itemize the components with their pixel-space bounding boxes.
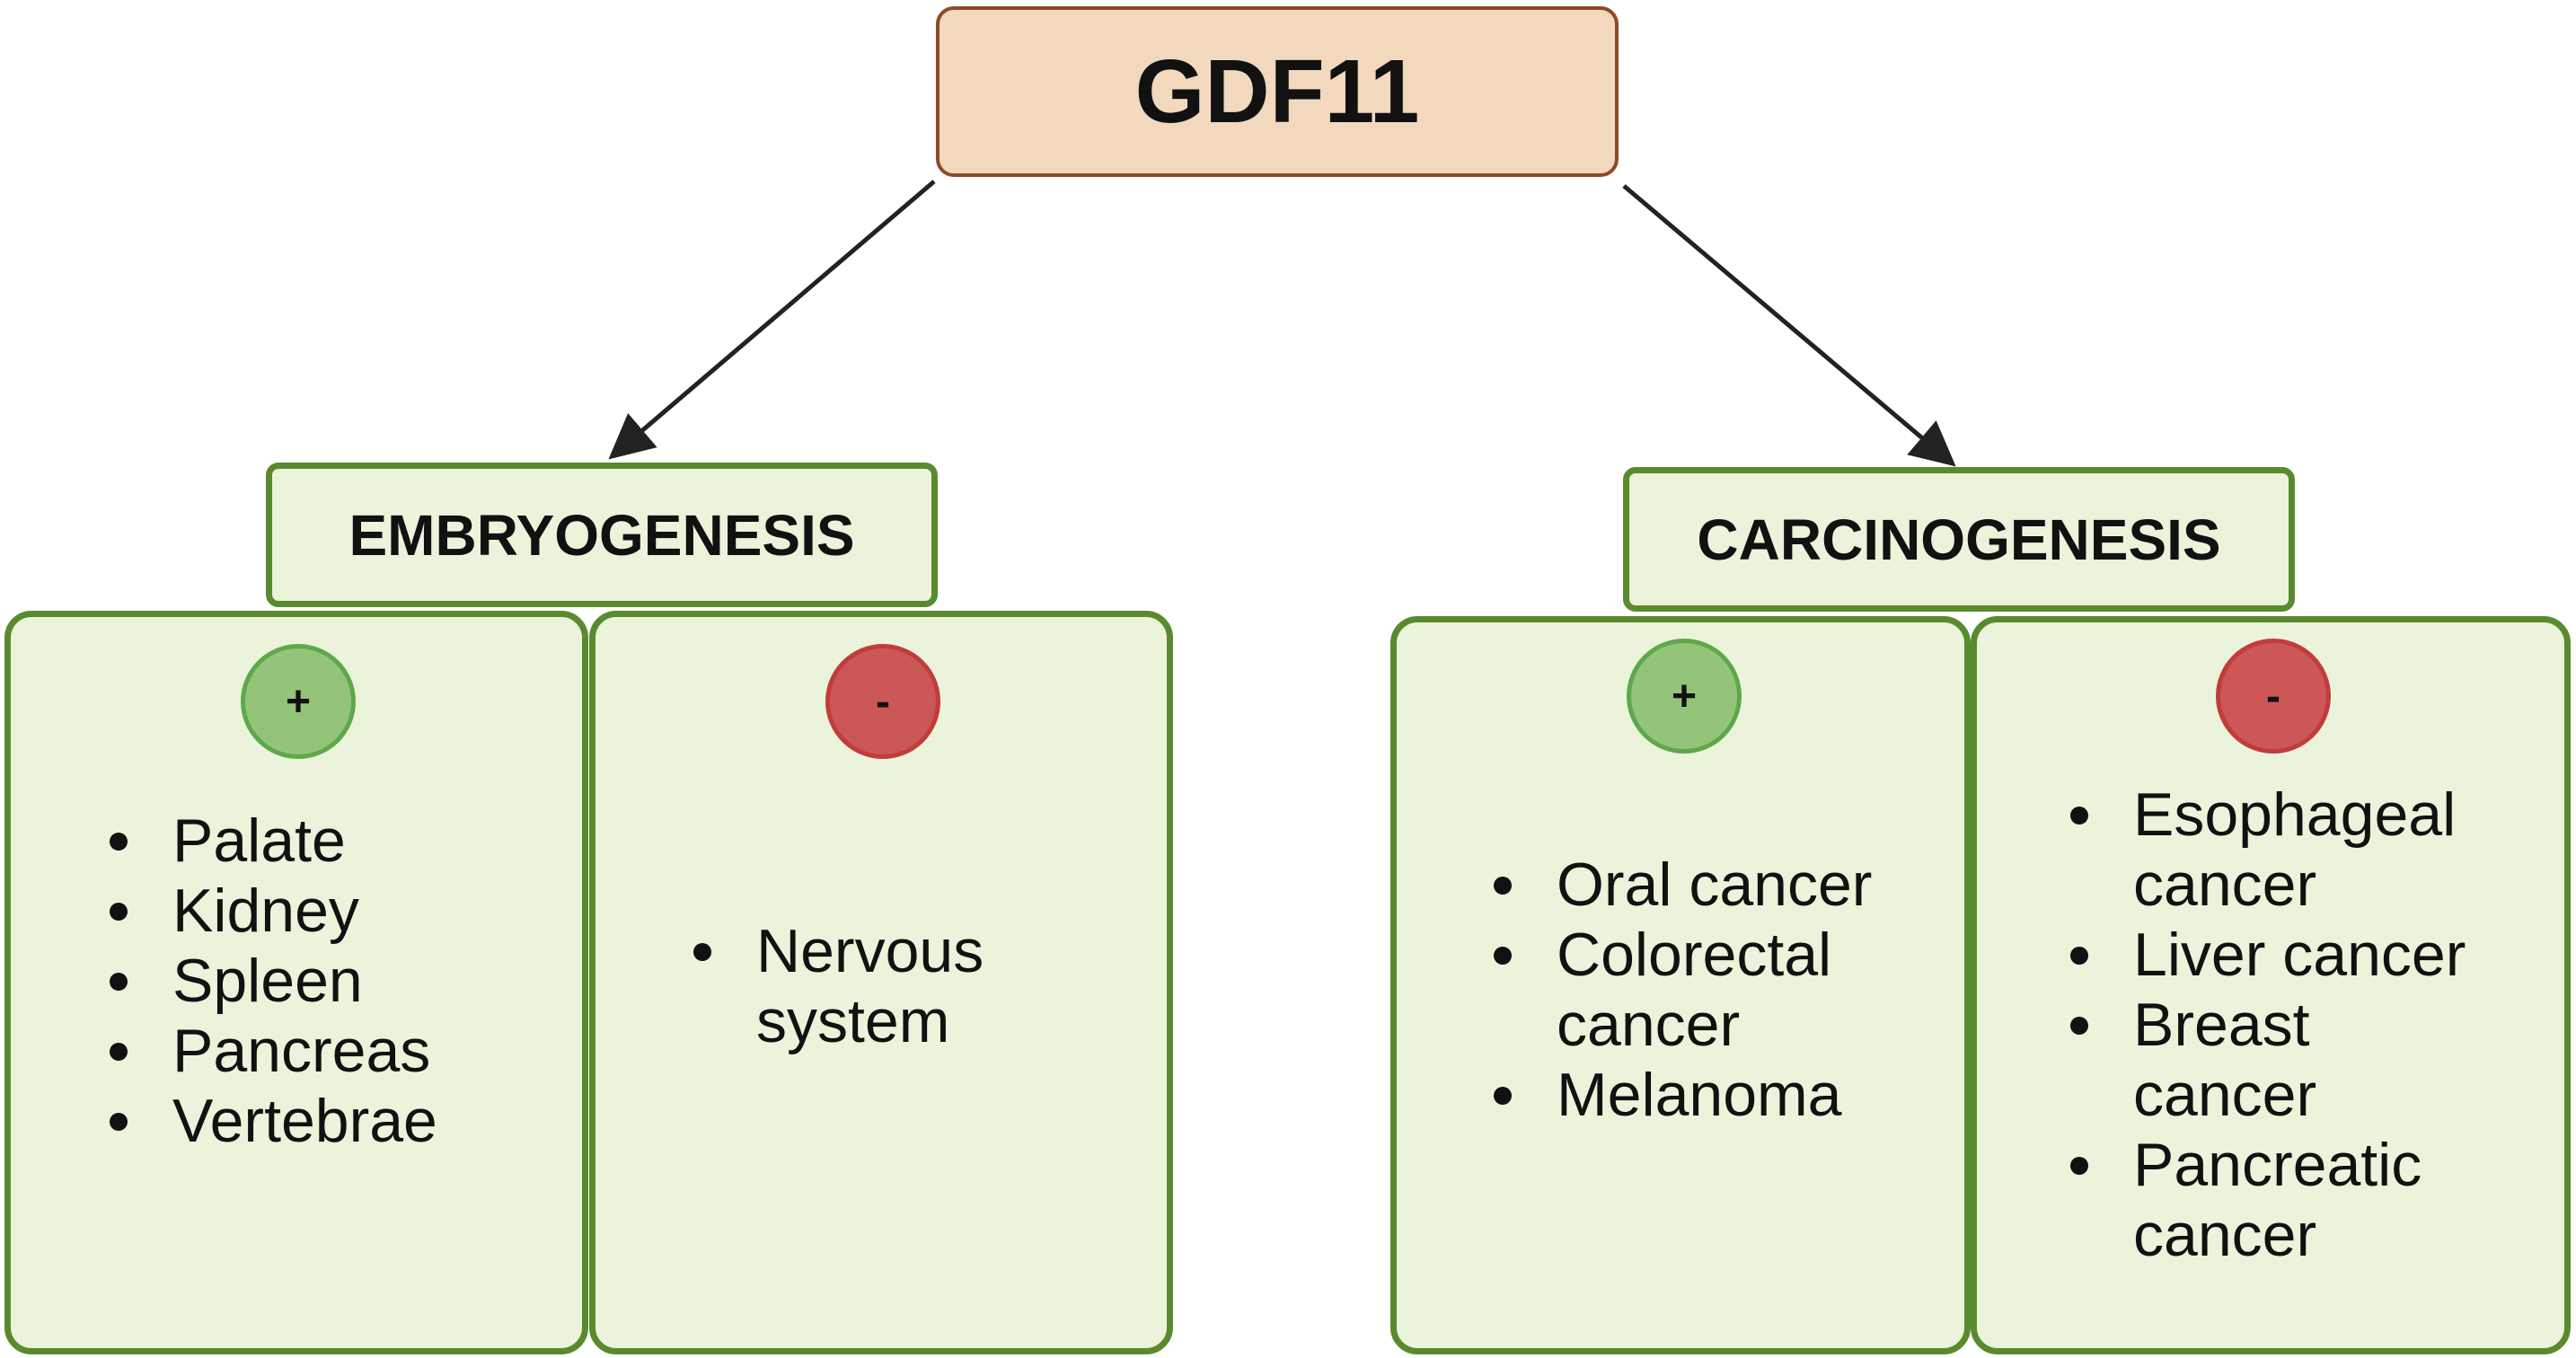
list-item: Colorectal cancer [1488, 920, 1919, 1060]
carcinogenesis-positive-list: Oral cancer Colorectal cancer Melanoma [1488, 850, 1919, 1130]
carcinogenesis-negative-panel: - Esophageal cancer Liver cancer Breast … [1971, 616, 2571, 1354]
arrow-to-embryogenesis [608, 180, 936, 460]
gdf11-node: GDF11 [936, 6, 1619, 177]
minus-icon: - [825, 644, 940, 759]
list-item: Liver cancer [2065, 920, 2496, 990]
list-item: Kidney [104, 876, 437, 946]
list-item: Esophageal cancer [2065, 780, 2496, 920]
embryogenesis-node: EMBRYOGENESIS [266, 463, 938, 607]
embryogenesis-positive-list: Palate Kidney Spleen Pancreas Vertebrae [104, 806, 437, 1156]
embryogenesis-negative-panel: - Nervous system [589, 611, 1173, 1354]
embryogenesis-negative-list: Nervous system [688, 916, 1065, 1056]
plus-icon: + [241, 644, 356, 759]
embryogenesis-positive-panel: + Palate Kidney Spleen Pancreas Vertebra… [4, 611, 588, 1354]
list-item: Palate [104, 806, 437, 876]
list-item: Melanoma [1488, 1060, 1919, 1130]
list-item: Nervous system [688, 916, 1065, 1056]
list-item: Breast cancer [2065, 990, 2496, 1130]
arrow-to-carcinogenesis [1622, 184, 1956, 467]
minus-icon: - [2216, 639, 2331, 754]
list-item: Pancreas [104, 1016, 437, 1086]
carcinogenesis-node: CARCINOGENESIS [1623, 467, 2295, 612]
list-item: Vertebrae [104, 1086, 437, 1156]
carcinogenesis-negative-list: Esophageal cancer Liver cancer Breast ca… [2065, 780, 2496, 1270]
list-item: Spleen [104, 946, 437, 1016]
list-item: Oral cancer [1488, 850, 1919, 920]
list-item: Pancreatic cancer [2065, 1130, 2496, 1270]
plus-icon: + [1627, 639, 1742, 754]
carcinogenesis-positive-panel: + Oral cancer Colorectal cancer Melanoma [1390, 616, 1971, 1354]
